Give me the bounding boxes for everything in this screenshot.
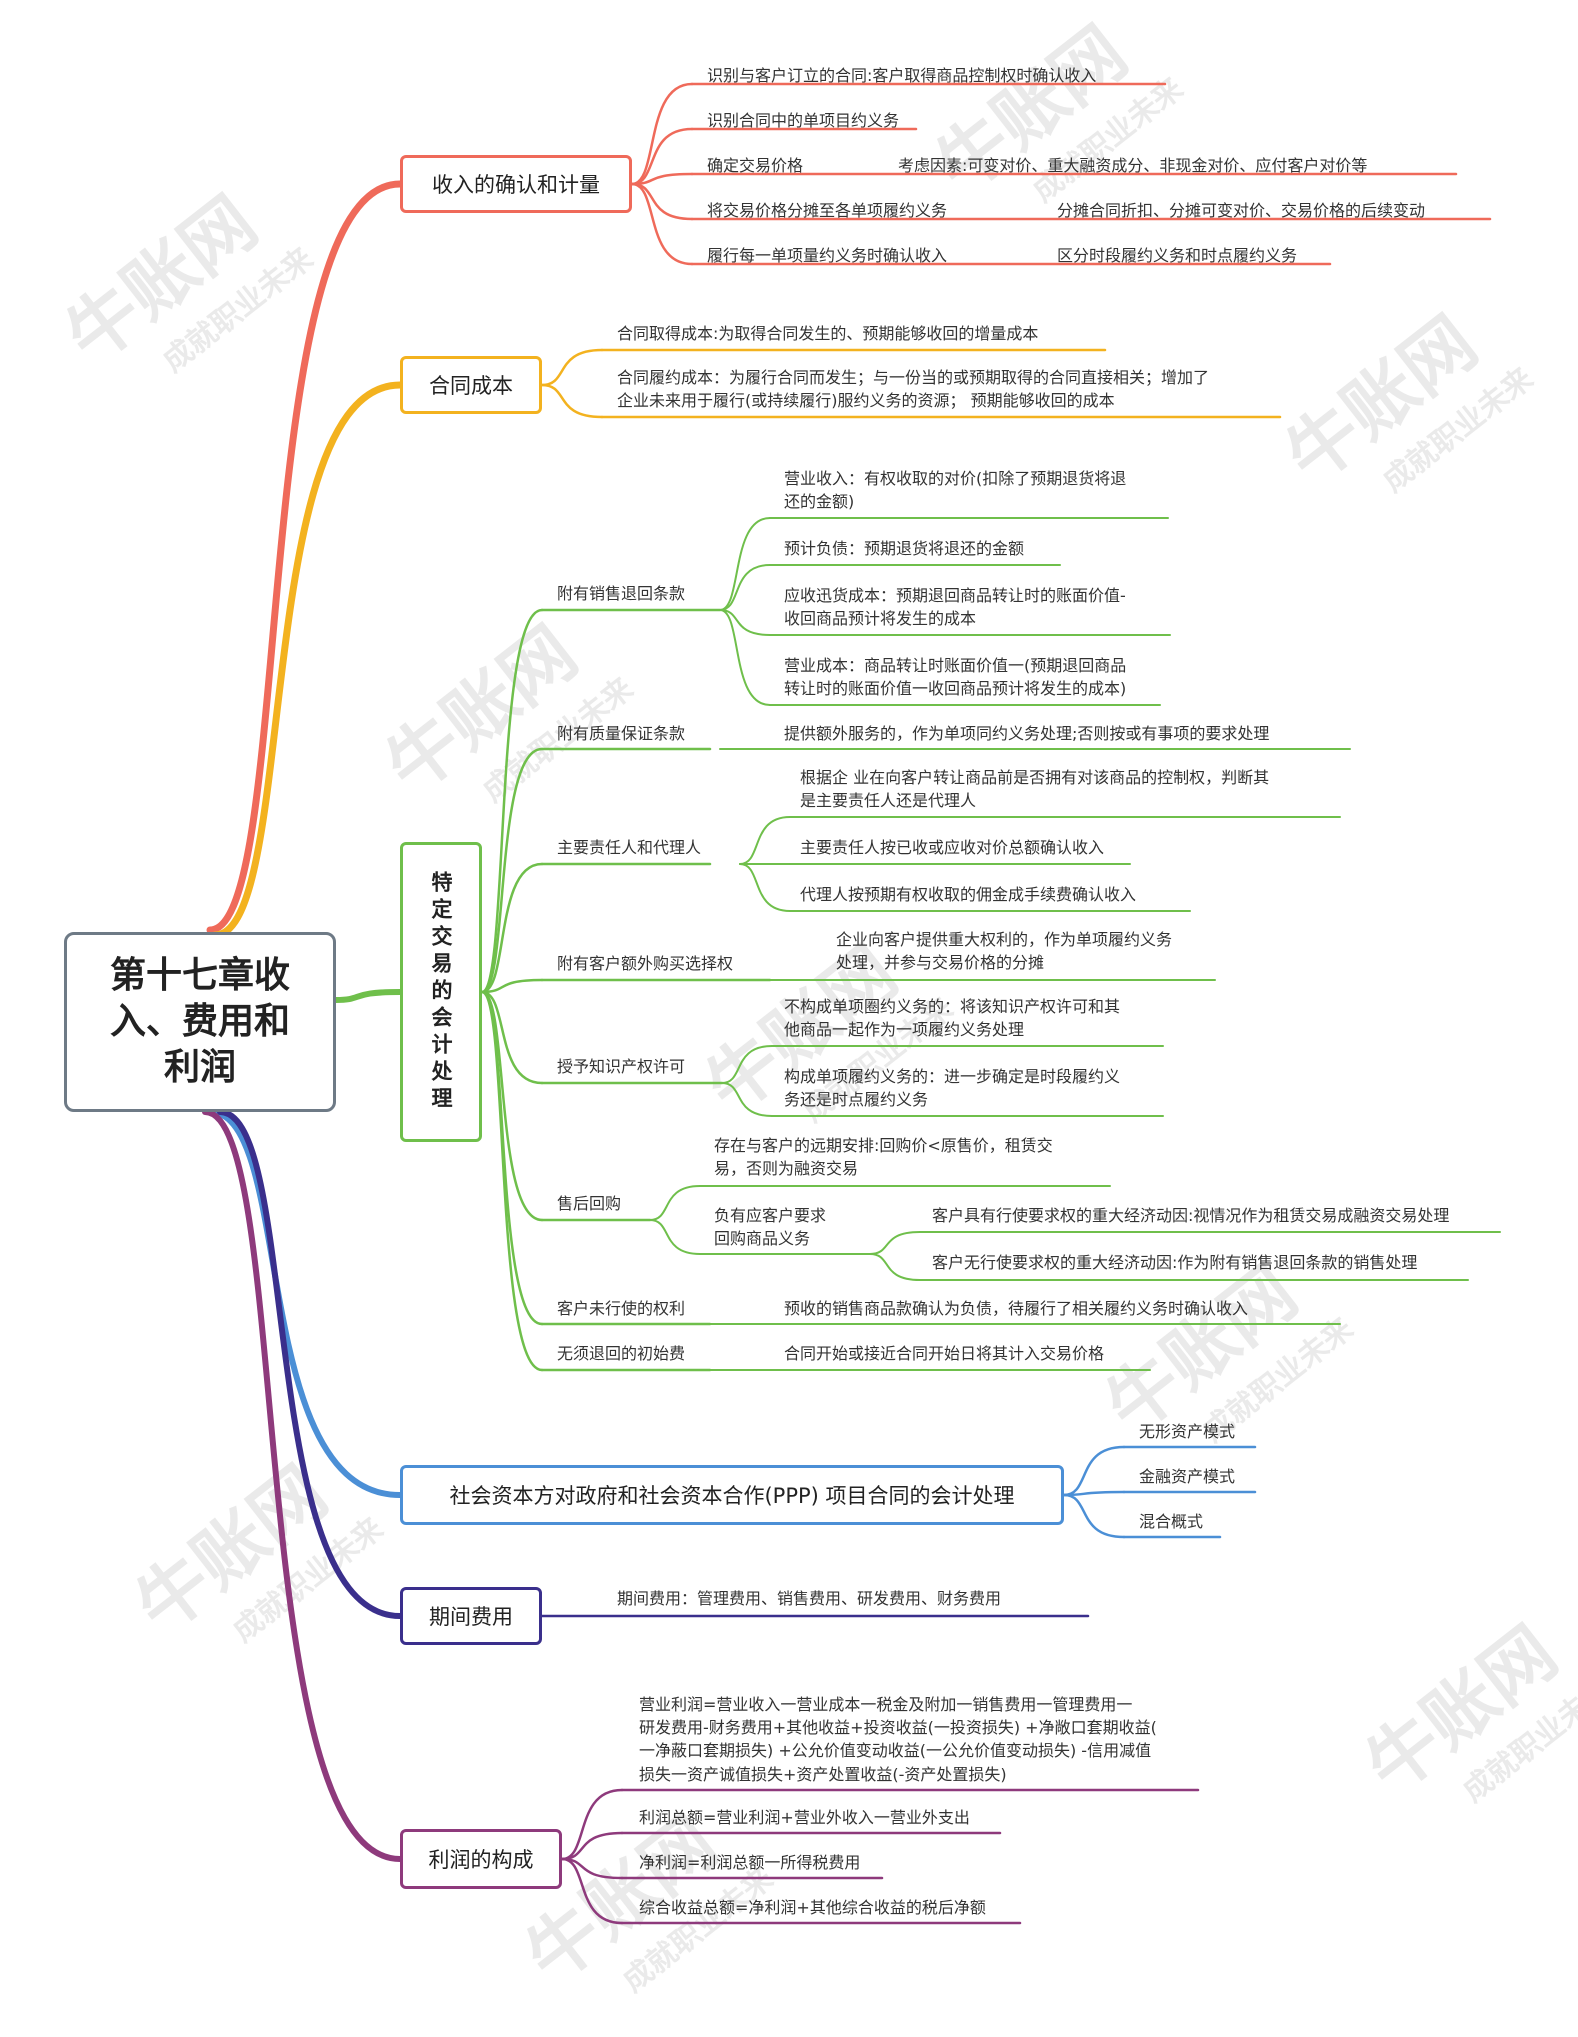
root-connector xyxy=(211,381,404,939)
b6-item: 营业利润=营业收入一营业成本一税金及附加一销售费用一管理费用一研发费用-财务费用… xyxy=(639,1695,1157,1784)
b3-leaf: 预计负债：预期退货将退还的金额 xyxy=(784,539,1025,558)
branch-profit-composition[interactable]: 利润的构成 xyxy=(400,1829,562,1889)
b3-leaf-connector xyxy=(869,1253,921,1281)
b1-connector xyxy=(630,127,694,186)
b1-item: 履行每一单项量约义务时确认收入 xyxy=(707,246,948,265)
b3-leaf: 不构成单项圈约义务的：将该知识产权许可和其他商品一起作为一项履约义务处理 xyxy=(784,997,1121,1040)
b3-leaf-connector xyxy=(719,609,771,636)
b3-subleaf: 客户具有行使要求权的重大经济动因:视情况作为租赁交易成融资交易处理 xyxy=(932,1206,1450,1225)
b6-connector xyxy=(560,1788,624,1861)
branch-ppp[interactable]: 社会资本方对政府和社会资本合作(PPP) 项目合同的会计处理 xyxy=(400,1465,1064,1525)
b3-leaf: 构成单项履约义务的：进一步确定是时段履约义务还是时点履约义务 xyxy=(784,1067,1121,1110)
b3-connector xyxy=(480,990,544,1372)
b4-connector xyxy=(1062,1493,1126,1539)
b3-leaf-connector xyxy=(721,1045,773,1084)
b3-leaf-connector xyxy=(739,863,791,912)
b4-item: 混合概式 xyxy=(1139,1512,1204,1531)
b3-leaf-connector xyxy=(649,1219,701,1255)
root-line: 利润 xyxy=(163,1047,236,1089)
b6-item: 净利润=利润总额一所得税费用 xyxy=(639,1853,861,1872)
b4-item: 无形资产模式 xyxy=(1139,1422,1236,1441)
b3-leaf: 企业向客户提供重大权利的，作为单项履约义务处理，并参与交易价格的分摊 xyxy=(836,930,1173,973)
b3-group-label: 售后回购 xyxy=(557,1194,622,1213)
b3-connector xyxy=(480,747,544,994)
b3-subleaf: 客户无行使要求权的重大经济动因:作为附有销售退回条款的销售处理 xyxy=(932,1253,1418,1272)
branch-special-transactions[interactable]: 特定交易的会计处理 xyxy=(400,842,482,1142)
b1-item: 将交易价格分摊至各单项履约义务 xyxy=(707,201,948,220)
b6-connector xyxy=(560,1831,624,1861)
b3-connector xyxy=(480,990,544,1085)
root-connector xyxy=(333,989,403,1003)
b3-leaf: 存在与客户的远期安排:回购价<原售价，租赁交易，否则为融资交易 xyxy=(714,1136,1053,1179)
branch-revenue-recognition[interactable]: 收入的确认和计量 xyxy=(400,155,632,213)
b2-item-line: 合同履约成本：为履行合同而发生；与一份当的或预期取得的合同直接相关；增加了 xyxy=(617,368,1210,387)
b3-leaf-connector xyxy=(649,1185,701,1221)
b3-leaf: 营业成本：商品转让时账面价值一(预期退回商品转让时的账面价值一收回商品预计将发生… xyxy=(784,656,1127,699)
b3-group-label: 无须退回的初始费 xyxy=(557,1344,686,1363)
root-connector xyxy=(206,180,404,934)
b1-item-detail: 分摊合同折扣、分摊可变对价、交易价格的后续变动 xyxy=(1057,201,1426,220)
b3-leaf: 预收的销售商品款确认为负债，待履行了相关履约义务时确认收入 xyxy=(784,1299,1249,1318)
b3-leaf-connector xyxy=(719,517,771,611)
b3-group-label: 附有客户额外购买选择权 xyxy=(557,954,734,973)
b3-leaf: 营业收入：有权收取的对价(扣除了预期退货将退还的金额) xyxy=(784,469,1127,512)
b3-leaf-connector xyxy=(719,564,771,611)
b6-connector xyxy=(560,1857,624,1925)
branch-contract-cost[interactable]: 合同成本 xyxy=(400,356,542,414)
b3-leaf: 应收迅货成本：预期退回商品转让时的账面价值-收回商品预计将发生的成本 xyxy=(784,586,1126,629)
branch-period-expenses[interactable]: 期间费用 xyxy=(400,1587,542,1645)
b2-connector xyxy=(540,348,604,387)
b3-group-label: 客户未行使的权利 xyxy=(557,1299,686,1318)
b2-item-line: 企业未来用于履行(或持续履行)服约义务的资源； 预期能够收回的成本 xyxy=(617,391,1115,411)
b1-item: 识别与客户订立的合同:客户取得商品控制权时确认收入 xyxy=(707,66,1097,85)
b3-leaf: 合同开始或接近合同开始日将其计入交易价格 xyxy=(784,1344,1105,1363)
b3-connector xyxy=(480,608,544,994)
root-connector xyxy=(217,1109,403,1619)
b3-leaf-connector xyxy=(869,1231,921,1255)
b1-connector xyxy=(630,82,694,186)
b3-leaf: 负有应客户要求回购商品义务 xyxy=(714,1206,827,1249)
b3-group-label: 授予知识产权许可 xyxy=(557,1057,686,1076)
b6-item: 利润总额=营业利润+营业外收入一营业外支出 xyxy=(639,1808,970,1827)
b2-item: 合同履约成本：为履行合同而发生；与一份当的或预期取得的合同直接相关；增加了 企业… xyxy=(617,366,1209,412)
b1-item: 确定交易价格 xyxy=(707,156,804,175)
b3-group-label: 附有质量保证条款 xyxy=(557,724,686,743)
b3-connector xyxy=(480,978,544,994)
b2-item: 合同取得成本:为取得合同发生的、预期能够收回的增量成本 xyxy=(617,324,1039,343)
b3-connector xyxy=(480,862,544,994)
b3-connector xyxy=(480,990,544,1222)
b3-leaf: 提供额外服务的，作为单项同约义务处理;否则按或有事项的要求处理 xyxy=(784,724,1270,743)
root-node[interactable]: 第十七章收 入、费用和 利润 xyxy=(64,932,336,1112)
b3-leaf: 根据企 业在向客户转让商品前是否拥有对该商品的控制权，判断其是主要责任人还是代理… xyxy=(800,768,1270,811)
b3-leaf-connector xyxy=(721,1082,773,1117)
mindmap-canvas xyxy=(202,82,1501,1925)
b3-leaf-connector xyxy=(739,816,791,865)
root-line: 第十七章收 xyxy=(109,954,290,996)
b3-leaf: 代理人按预期有权收取的佣金成手续费确认收入 xyxy=(800,885,1137,904)
b1-connector xyxy=(630,182,694,266)
b3-group-label: 主要责任人和代理人 xyxy=(557,838,702,857)
b3-leaf-connector xyxy=(719,609,771,706)
b1-item-detail: 区分时段履约义务和时点履约义务 xyxy=(1057,246,1298,265)
b4-connector xyxy=(1062,1445,1126,1497)
root-connector xyxy=(202,1109,403,1862)
b6-item: 综合收益总额=净利润+其他综合收益的税后净额 xyxy=(639,1898,986,1917)
b2-connector xyxy=(540,383,604,419)
b5-item: 期间费用：管理费用、销售费用、研发费用、财务费用 xyxy=(617,1589,1002,1608)
b3-leaf: 主要责任人按已收或应收对价总额确认收入 xyxy=(800,838,1105,857)
b3-group-label: 附有销售退回条款 xyxy=(557,584,686,603)
root-line: 入、费用和 xyxy=(109,1000,290,1042)
b1-item: 识别合同中的单项目约义务 xyxy=(707,111,900,130)
b1-item-detail: 考虑因素:可变对价、重大融资成分、非现金对价、应付客户对价等 xyxy=(898,156,1368,175)
b4-item: 金融资产模式 xyxy=(1139,1467,1236,1486)
